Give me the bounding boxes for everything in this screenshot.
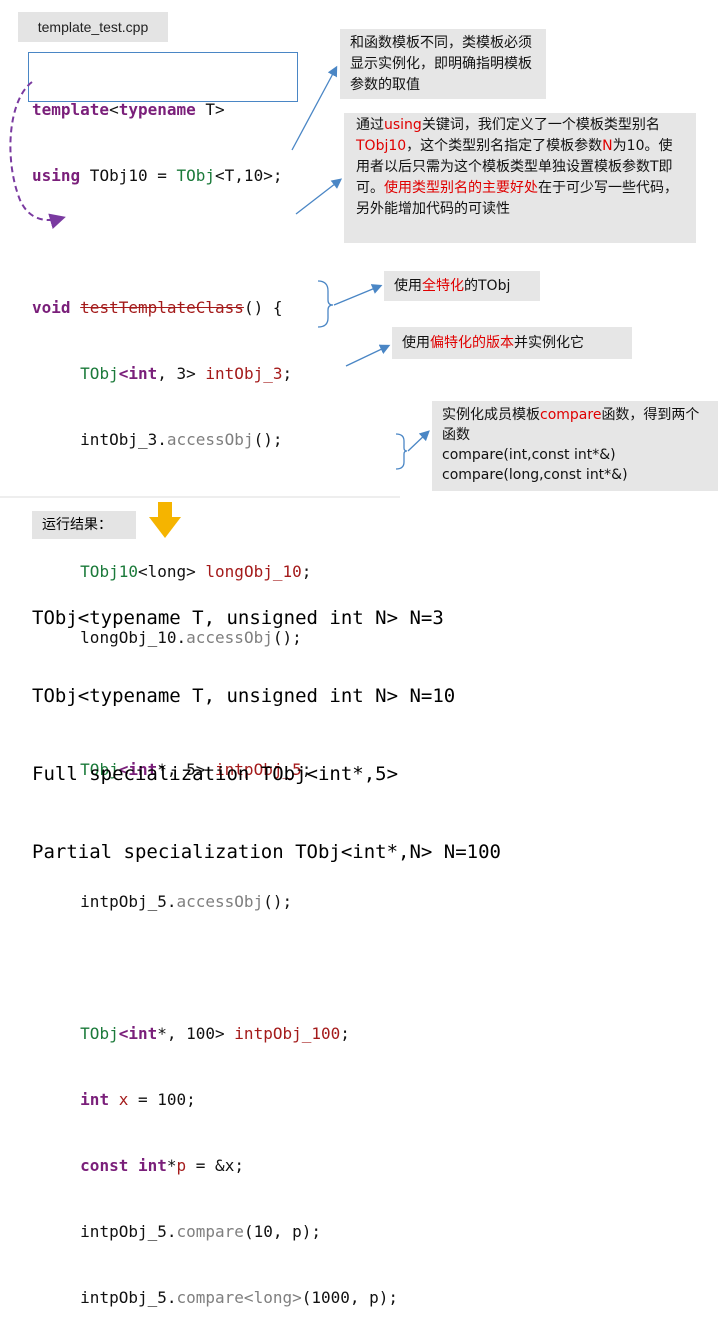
- code-line-9: intpObj_5.accessObj();: [80, 892, 293, 911]
- brace-member-template: [395, 433, 408, 470]
- note-type-alias: 通过using关键词，我们定义了一个模板类型别名TObj10，这个类型别名指定了…: [344, 113, 696, 243]
- note-partial-specialization: 使用偏特化的版本并实例化它: [392, 327, 632, 359]
- output-line-3: Full specialization TObj<int*,5>: [32, 763, 399, 785]
- dashed-alias-arrow: [9, 81, 66, 229]
- arrow-note-1: [291, 65, 338, 151]
- arrow-note-2: [295, 178, 343, 215]
- code-line-7: longObj_10.accessObj();: [80, 628, 302, 647]
- brace-full-specialization: [317, 280, 334, 328]
- note-member-template-line-1: 实例化成员模板compare函数，得到两个函数: [442, 407, 700, 443]
- program-output: TObj<typename T, unsigned int N> N=3 TOb…: [32, 553, 501, 891]
- code-line-6: TObj10<long> longObj_10;: [80, 562, 312, 581]
- arrow-note-3: [333, 284, 383, 306]
- annotation-arrows: [0, 65, 430, 538]
- code-line-4: TObj<int, 3> intObj_3;: [80, 364, 293, 383]
- down-arrow-icon: [149, 502, 181, 538]
- note-full-specialization: 使用全特化的TObj: [384, 271, 540, 301]
- note-member-template-line-2: compare(int,const int*&): [442, 447, 616, 463]
- code-line-14: intpObj_5.compare<long>(1000, p);: [80, 1288, 399, 1307]
- output-line-1: TObj<typename T, unsigned int N> N=3: [32, 607, 444, 629]
- code-line-11: int x = 100;: [80, 1090, 196, 1109]
- note-member-template-line-3: compare(long,const int*&): [442, 467, 628, 483]
- code-line-10: TObj<int*, 100> intpObj_100;: [80, 1024, 350, 1043]
- note-member-template: 实例化成员模板compare函数，得到两个函数 compare(int,cons…: [432, 401, 718, 491]
- output-line-4: Partial specialization TObj<int*,N> N=10…: [32, 841, 501, 863]
- arrow-note-4: [345, 344, 391, 367]
- code-line-1: template<typename T>: [32, 100, 225, 119]
- code-line-5: intObj_3.accessObj();: [80, 430, 283, 449]
- code-line-12: const int*p = &x;: [80, 1156, 244, 1175]
- highlight-box: [28, 52, 298, 102]
- result-label: 运行结果：: [32, 511, 136, 539]
- code-line-3: void testTemplateClass() {: [32, 298, 283, 317]
- code-line-13: intpObj_5.compare(10, p);: [80, 1222, 321, 1241]
- note-explicit-instantiation: 和函数模板不同，类模板必须显示实例化，即明确指明模板参数的取值: [340, 29, 546, 99]
- output-line-2: TObj<typename T, unsigned int N> N=10: [32, 685, 456, 707]
- code-line-2: using TObj10 = TObj<T,10>;: [32, 166, 283, 185]
- arrow-note-5: [407, 430, 430, 452]
- file-tab[interactable]: template_test.cpp: [18, 12, 168, 42]
